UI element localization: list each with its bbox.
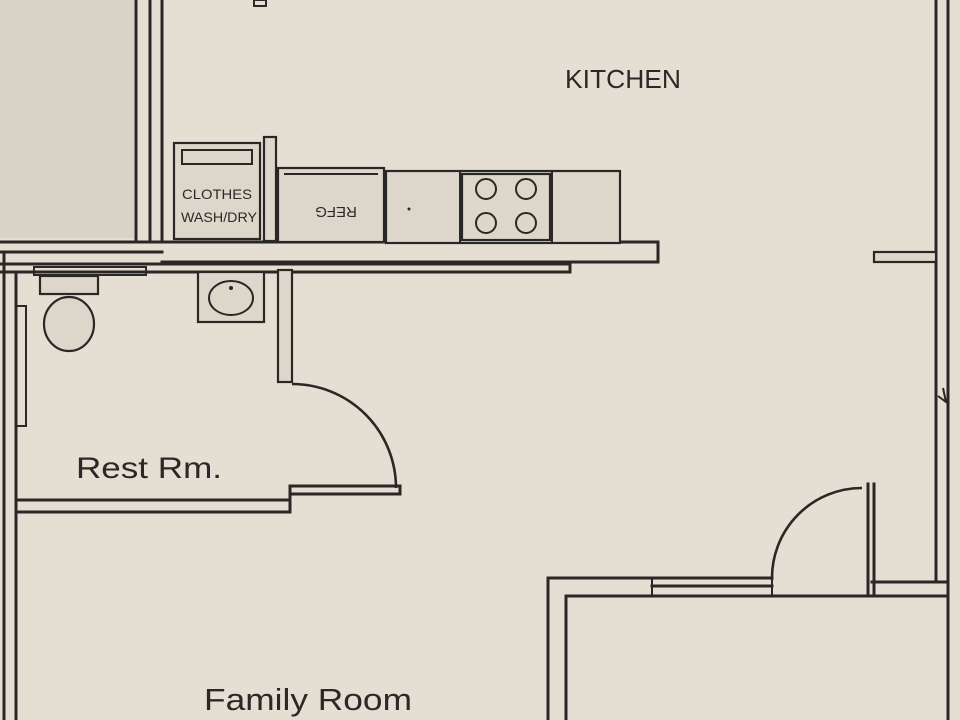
washer-label-line1: CLOTHES — [182, 186, 252, 202]
right-exterior-wall — [934, 0, 950, 720]
burner-icon — [515, 212, 537, 234]
bathroom-sink — [196, 270, 266, 324]
washer-dryer: CLOTHES WASH/DRY — [172, 141, 262, 241]
refrigerator-label: REFG — [315, 203, 357, 220]
burner-icon — [475, 178, 497, 200]
closet-door-swing — [770, 486, 863, 581]
top-stub — [253, 0, 267, 7]
lower-right-room-wall — [546, 482, 950, 720]
family-room-label: Family Room — [204, 682, 412, 717]
left-room-fill — [0, 0, 134, 238]
upper-left-wall — [134, 0, 164, 242]
burner-icon — [515, 178, 537, 200]
kitchen-label: KITCHEN — [565, 64, 681, 94]
restroom-door-swing — [291, 382, 398, 489]
burner-icon — [475, 212, 497, 234]
stove-range — [460, 172, 552, 242]
left-exterior-wall — [2, 250, 27, 720]
right-wall-stub — [872, 250, 938, 264]
restroom-wall-post — [276, 268, 294, 384]
restroom-lower-wall — [14, 484, 402, 514]
rest-room-label: Rest Rm. — [76, 452, 222, 485]
toilet — [33, 266, 147, 353]
washer-label-line2: WASH/DRY — [181, 209, 258, 225]
refrigerator: REFG — [276, 166, 386, 244]
counter-end-post — [262, 135, 278, 243]
